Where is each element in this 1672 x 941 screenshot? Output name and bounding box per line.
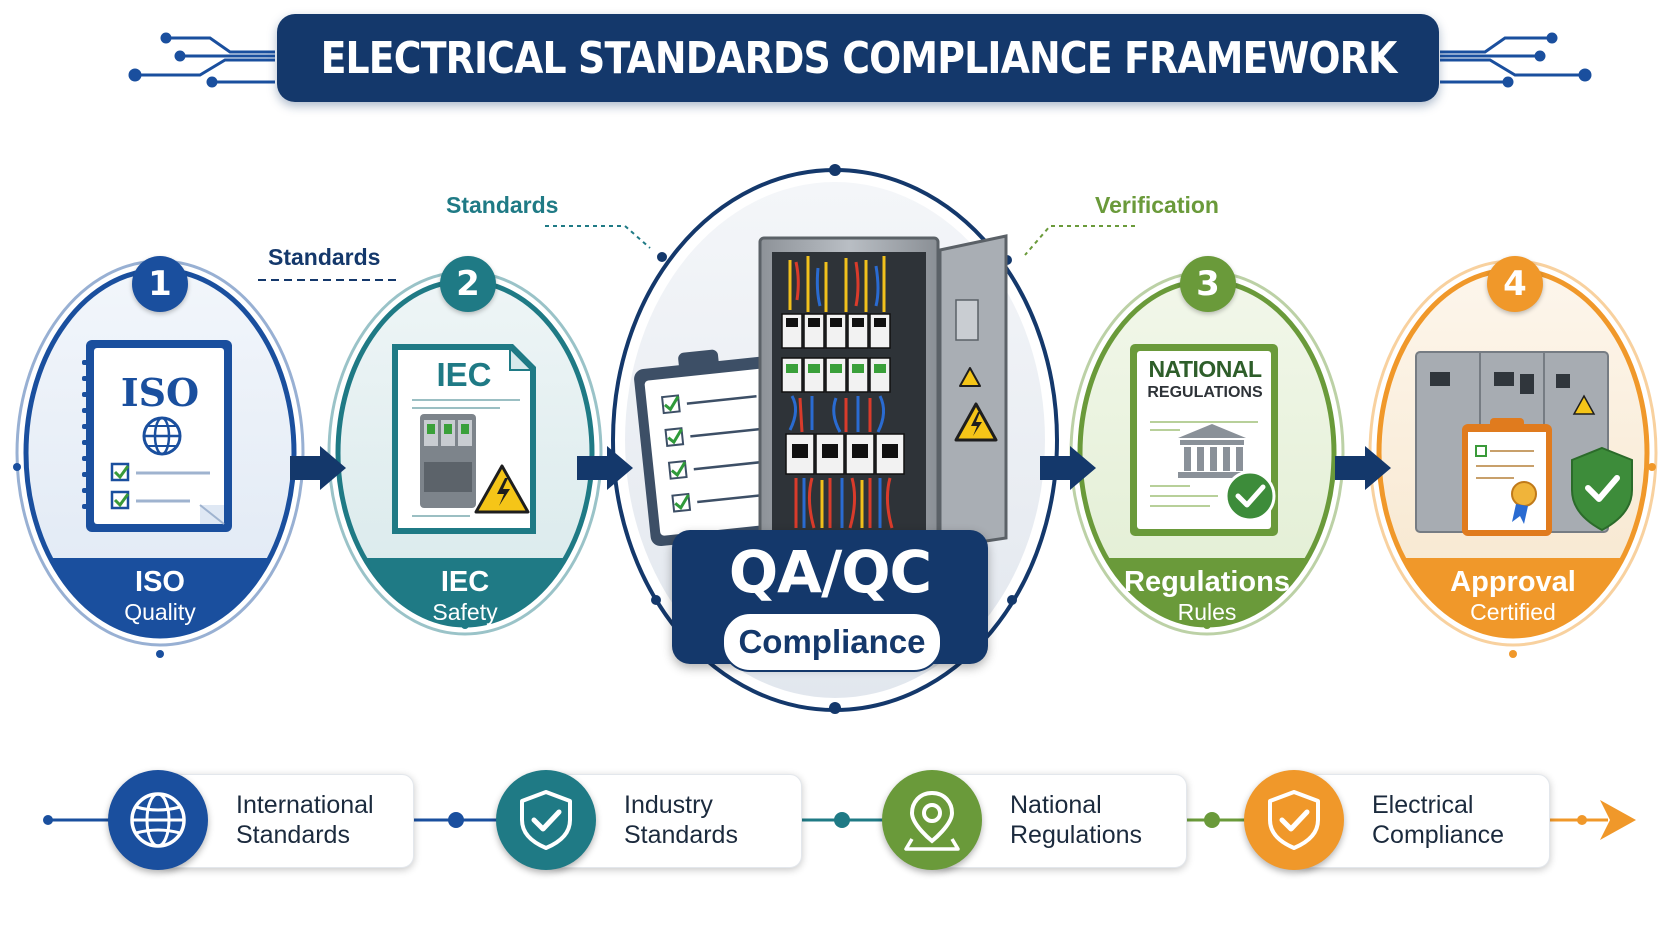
flow-line-2: Regulations bbox=[1010, 821, 1143, 849]
national-regulations-document-icon bbox=[1130, 344, 1278, 536]
clipboard-checklist-icon bbox=[634, 349, 794, 547]
flow-line-1: Industry bbox=[624, 791, 713, 819]
step-4-number-badge: 4 bbox=[1487, 256, 1543, 312]
step-2-sublabel: Safety bbox=[432, 599, 498, 625]
step-4-label: Approval bbox=[1450, 566, 1576, 598]
national-doc-title: NATIONAL bbox=[1148, 356, 1262, 382]
flow-line-2: Standards bbox=[624, 821, 738, 849]
arrow-center-to-3 bbox=[1040, 446, 1096, 490]
flow-text-electrical-compliance: Electrical Compliance bbox=[1372, 790, 1504, 850]
step-3-label: Regulations bbox=[1124, 566, 1290, 598]
standards-top-dash-line bbox=[545, 225, 651, 249]
iec-document-icon bbox=[392, 344, 536, 534]
shield-check-icon bbox=[496, 770, 596, 870]
flow-line-1: National bbox=[1010, 791, 1102, 819]
national-doc-subtitle: REGULATIONS bbox=[1147, 384, 1263, 401]
circuit-decoration-left bbox=[128, 32, 275, 88]
step-3-label-box: Regulations Rules bbox=[1087, 566, 1327, 626]
step-3-regulations bbox=[1069, 270, 1345, 636]
location-pin-icon bbox=[882, 770, 982, 870]
connector-label-standards-top: Standards bbox=[446, 192, 559, 218]
iso-document-icon bbox=[82, 340, 232, 532]
shield-check-icon bbox=[1244, 770, 1344, 870]
qaqc-box: QA/QC Compliance bbox=[672, 530, 988, 672]
step-1-sublabel: Quality bbox=[124, 599, 196, 625]
page-title: ELECTRICAL STANDARDS COMPLIANCE FRAMEWOR… bbox=[320, 32, 1397, 84]
connector-label-verification: Verification bbox=[1095, 192, 1219, 218]
flow-text-industry-standards: Industry Standards bbox=[624, 790, 738, 850]
iec-document-title: IEC bbox=[436, 356, 492, 393]
arrow-3-to-4 bbox=[1335, 446, 1391, 490]
step-1-label-box: ISO Quality bbox=[40, 566, 280, 626]
flow-line-2: Compliance bbox=[1372, 821, 1505, 849]
step-2-label-box: IEC Safety bbox=[345, 566, 585, 626]
iso-document-title: ISO bbox=[120, 370, 200, 415]
flow-text-international-standards: International Standards bbox=[236, 790, 374, 850]
step-3-number-badge: 3 bbox=[1180, 256, 1236, 312]
compliance-pill: Compliance bbox=[722, 612, 942, 672]
globe-icon bbox=[108, 770, 208, 870]
step-3-sublabel: Rules bbox=[1177, 599, 1237, 625]
electrical-panel-icon bbox=[758, 234, 1008, 550]
step-2-label: IEC bbox=[440, 566, 490, 598]
qaqc-title: QA/QC bbox=[728, 538, 932, 606]
title-banner: ELECTRICAL STANDARDS COMPLIANCE FRAMEWOR… bbox=[277, 14, 1439, 102]
circuit-decoration-right bbox=[1440, 32, 1592, 88]
step-2-number-badge: 2 bbox=[440, 256, 496, 312]
step-4-sublabel: Certified bbox=[1470, 599, 1556, 625]
verification-dash-line bbox=[1024, 225, 1135, 256]
flow-line-1: Electrical bbox=[1372, 791, 1474, 819]
arrow-1-to-2 bbox=[290, 446, 346, 490]
flow-text-national-regulations: National Regulations bbox=[1010, 790, 1142, 850]
certified-panel-icon bbox=[1415, 351, 1633, 536]
step-1-label: ISO bbox=[135, 566, 185, 598]
step-1-number-badge: 1 bbox=[132, 256, 188, 312]
flow-line-2: Standards bbox=[236, 821, 350, 849]
connector-label-standards: Standards bbox=[268, 244, 381, 270]
compliance-label: Compliance bbox=[738, 623, 926, 660]
flow-line-1: International bbox=[236, 791, 374, 819]
bottom-flow-line bbox=[43, 800, 1636, 840]
step-4-label-box: Approval Certified bbox=[1393, 566, 1633, 626]
arrow-2-to-center bbox=[577, 446, 633, 490]
step-2-iec bbox=[327, 270, 603, 636]
